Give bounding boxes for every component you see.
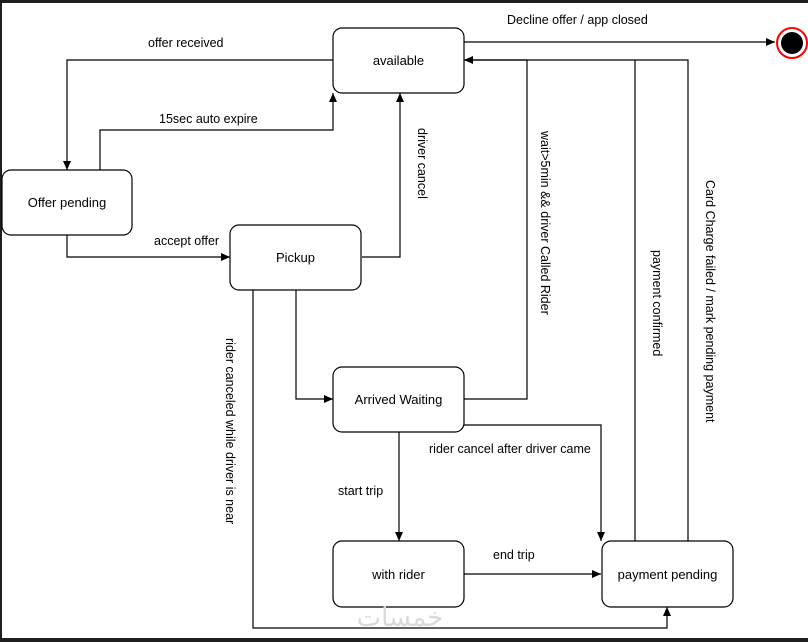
window-frame-left (0, 0, 2, 642)
watermark-text: خمسات (357, 602, 444, 632)
state-pickup: Pickup (229, 224, 362, 291)
edge-wait-5min (464, 56, 528, 400)
edge-driver-cancel (362, 93, 404, 258)
label-rider-cancel-after: rider cancel after driver came (429, 442, 591, 456)
label-accept-offer: accept offer (154, 234, 219, 248)
state-payment-pending: payment pending (601, 540, 734, 608)
label-card-charge-failed: Card Charge failed / mark pending paymen… (703, 180, 717, 423)
state-arrived-waiting: Arrived Waiting (332, 366, 465, 433)
state-offer-pending: Offer pending (1, 169, 133, 236)
final-state-icon (776, 27, 808, 59)
label-wait-5min: wait>5min && driver Called Rider (538, 130, 552, 315)
state-arrived-waiting-label: Arrived Waiting (355, 392, 443, 407)
edge-accept-offer (66, 235, 230, 261)
window-frame-top (0, 0, 808, 3)
state-with-rider-label: with rider (371, 567, 425, 582)
edge-rider-cancel-after (464, 424, 605, 541)
label-decline-offer: Decline offer / app closed (507, 13, 648, 27)
state-available: available (332, 27, 465, 94)
label-driver-cancel: driver cancel (415, 128, 429, 199)
label-offer-received: offer received (148, 36, 224, 50)
state-payment-pending-label: payment pending (618, 567, 718, 582)
label-rider-canceled-near: rider canceled while driver is near (223, 338, 237, 524)
label-end-trip: end trip (493, 548, 535, 562)
edge-rider-canceled-near (252, 290, 671, 629)
state-with-rider: with rider (332, 540, 465, 608)
state-available-label: available (373, 53, 424, 68)
edge-offer-received (63, 59, 333, 170)
label-payment-confirmed: payment confirmed (650, 250, 664, 356)
state-pickup-label: Pickup (276, 250, 315, 265)
edge-pickup-to-arrived (295, 290, 333, 403)
window-frame-bottom (0, 638, 808, 642)
edge-card-charge-failed (635, 59, 689, 541)
state-offer-pending-label: Offer pending (28, 195, 107, 210)
label-auto-expire: 15sec auto expire (159, 112, 258, 126)
label-start-trip: start trip (338, 484, 383, 498)
edge-auto-expire (99, 93, 337, 170)
